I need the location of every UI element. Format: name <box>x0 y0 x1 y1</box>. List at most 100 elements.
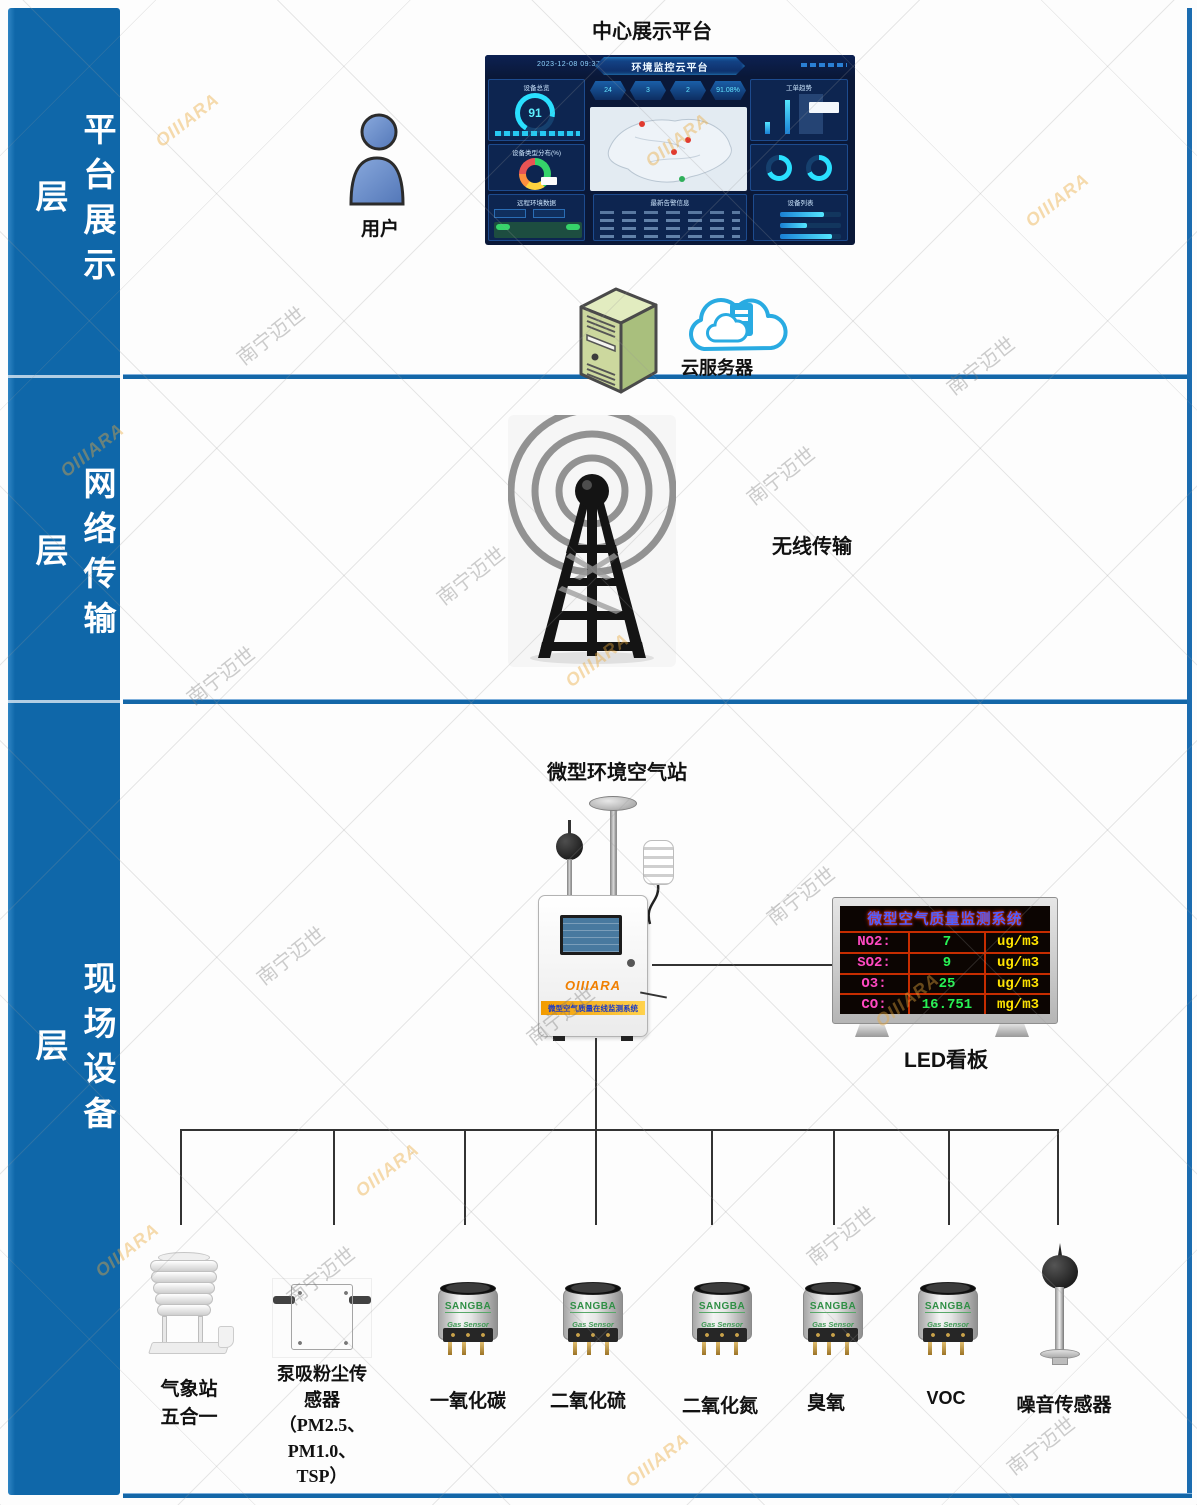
led-row: CO: 16.751 mg/m3 <box>840 993 1050 1014</box>
cloud-icon <box>689 298 788 351</box>
table-row <box>600 235 740 238</box>
sidebar-separator <box>8 700 120 703</box>
table-row <box>600 211 740 214</box>
dust-body <box>291 1284 353 1350</box>
progress-bar <box>780 234 841 239</box>
ws-louver <box>157 1304 211 1316</box>
gas-brand: SANGBA <box>924 1301 972 1313</box>
led-board-label: LED看板 <box>904 1049 988 1072</box>
panel-title: 设备总览 <box>523 85 550 92</box>
bar <box>785 100 790 134</box>
gas-pin <box>573 1342 577 1355</box>
kpi-value: 3 <box>646 87 650 94</box>
watermark-company: 南宁迈世 <box>743 443 820 510</box>
input-chip <box>494 209 526 218</box>
drop-line <box>948 1129 950 1225</box>
watermark-company: 南宁迈世 <box>233 303 310 370</box>
panel-rate-gauges <box>750 144 848 191</box>
panel-title: 设备列表 <box>787 200 814 207</box>
radio-tower-icon <box>508 415 676 664</box>
env-chart <box>494 222 582 238</box>
sensor-label-weather: 气象站 五合一 <box>160 1379 218 1428</box>
panel-alarms: 最新告警信息 <box>593 194 747 241</box>
bottom-border <box>123 1493 1192 1498</box>
led-foot <box>995 1024 1029 1037</box>
gas-pin <box>716 1342 720 1355</box>
ws-bracket <box>218 1326 234 1348</box>
gas-band <box>923 1328 973 1342</box>
panel-title: 远程环境数据 <box>517 200 556 207</box>
right-border <box>1187 8 1192 1498</box>
drop-line <box>595 1129 597 1225</box>
panel-type-distribution: 设备类型分布(%) <box>488 144 585 191</box>
mini-gauge <box>806 154 832 181</box>
gauge-value: 91 <box>528 106 542 120</box>
panel-title: 最新告警信息 <box>650 200 690 207</box>
panel-device-overview: 设备总览 91 <box>488 79 585 141</box>
kpi-badges: 24 3 2 91.08% <box>590 81 747 101</box>
sensor-cable <box>647 884 660 925</box>
gas-top-ring <box>565 1282 621 1295</box>
led-param: NO2: <box>840 933 910 952</box>
sensor-label-no2: 二氧化氮 <box>681 1396 758 1417</box>
gas-pin <box>845 1342 849 1355</box>
led-unit: mg/m3 <box>996 996 1039 1013</box>
station-banner: 微型空气质量在线监测系统 <box>541 1001 645 1015</box>
panel-remote-env: 远程环境数据 <box>488 194 585 241</box>
green-pill <box>566 224 580 230</box>
watermark-brand: OIIIARA <box>151 89 223 152</box>
watermark-brand: OIIIARA <box>351 1139 423 1202</box>
gas-brand: SANGBA <box>569 1301 617 1313</box>
noise-tip <box>1057 1243 1063 1258</box>
table-row <box>600 227 740 230</box>
mini-gauge <box>766 154 792 181</box>
gas-top-ring <box>805 1282 861 1295</box>
sidebar-label-platform-layer: 平台展示层 <box>30 111 114 292</box>
air-station-cabinet: OIIIARA 微型空气质量在线监测系统 <box>538 895 648 1041</box>
led-board: 微型空气质量监测系统 NO2: 7 ug/m3 SO2: 9 ug/m3 O3:… <box>832 897 1058 1037</box>
dashboard-title-plate: 环境监控云平台 <box>595 57 745 75</box>
gas-band <box>697 1328 747 1342</box>
panel-title: 设备类型分布(%) <box>511 150 562 157</box>
wireless-transmission-label: 无线传输 <box>772 536 852 558</box>
station-riser <box>595 1038 597 1130</box>
table-row <box>600 219 740 222</box>
layer-divider-bottom <box>123 699 1192 704</box>
led-row: O3: 25 ug/m3 <box>840 972 1050 994</box>
station-noise-ball <box>556 833 583 860</box>
led-screen: 微型空气质量监测系统 NO2: 7 ug/m3 SO2: 9 ug/m3 O3:… <box>840 906 1050 1014</box>
gas-pin <box>734 1342 738 1355</box>
sensor-label-voc: VOC <box>926 1388 966 1408</box>
panel-title: 工单趋势 <box>786 85 812 92</box>
led-foot <box>855 1024 889 1037</box>
sensor-label-o3: 臭氧 <box>806 1393 845 1414</box>
gas-subtitle: Gas Sensor <box>447 1320 489 1329</box>
gauge-91: 91 <box>515 93 555 133</box>
gas-top-ring <box>440 1282 496 1295</box>
donut-chart <box>519 158 551 190</box>
china-map <box>590 107 747 191</box>
ws-leg <box>198 1316 203 1344</box>
gas-pin <box>827 1342 831 1355</box>
gas-band <box>808 1328 858 1342</box>
kpi-badge: 24 <box>590 81 626 100</box>
led-unit: ug/m3 <box>996 955 1039 972</box>
dashboard-timestamp: 2023-12-08 09:37:52 <box>537 61 612 68</box>
dashboard-header: 2023-12-08 09:37:52 环境监控云平台 <box>485 55 855 77</box>
cabinet-foot <box>621 1036 633 1041</box>
input-chip <box>533 209 565 218</box>
tooltip-chip <box>541 177 557 185</box>
sampler-pole <box>610 808 617 898</box>
watermark-company: 南宁迈世 <box>433 543 510 610</box>
progress-bar <box>780 223 841 228</box>
station-weather-sensor <box>643 840 674 885</box>
kpi-badge: 3 <box>630 81 666 100</box>
led-value: 25 <box>910 974 986 994</box>
sampler-cap <box>589 796 637 811</box>
gas-pin <box>942 1342 946 1355</box>
gas-pin <box>587 1342 591 1355</box>
